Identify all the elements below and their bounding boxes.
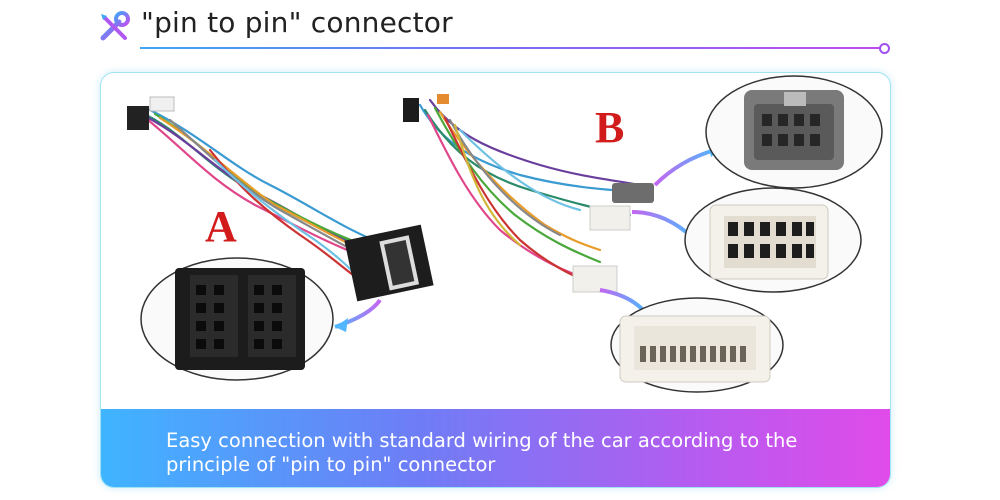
harness-a-black-connector [344, 224, 434, 302]
harness-b-white-plug-1 [589, 205, 631, 231]
connector-b1-closeup [705, 75, 883, 189]
description-line-1: Easy connection with standard wiring of … [166, 429, 798, 452]
page-title: "pin to pin" connector [141, 6, 453, 39]
arrow-b-1 [653, 148, 716, 187]
description-text: Easy connection with standard wiring of … [166, 429, 866, 477]
tools-icon [100, 11, 130, 41]
title-underline [140, 47, 882, 49]
harness-label-a: A [205, 202, 237, 251]
harness-b-white-plug-2 [572, 265, 618, 293]
harness-b-gray-plug [612, 183, 654, 203]
title-underline-dot [879, 43, 890, 54]
arrow-b-2 [631, 210, 695, 240]
description-banner: Easy connection with standard wiring of … [101, 409, 890, 487]
harness-a-top-plug [127, 106, 149, 130]
connector-b3-closeup [610, 297, 784, 393]
harness-b-orange-plug [437, 94, 449, 104]
connector-b2-closeup [684, 187, 862, 293]
harness-label-b: B [595, 103, 625, 152]
arrow-b-3 [599, 288, 647, 314]
harness-b-top-plug [403, 98, 419, 122]
harness-a-white-plug [149, 96, 175, 112]
header: "pin to pin" connector [0, 0, 1000, 70]
connector-a-closeup [140, 257, 334, 381]
description-line-2: principle of "pin to pin" connector [166, 453, 496, 476]
